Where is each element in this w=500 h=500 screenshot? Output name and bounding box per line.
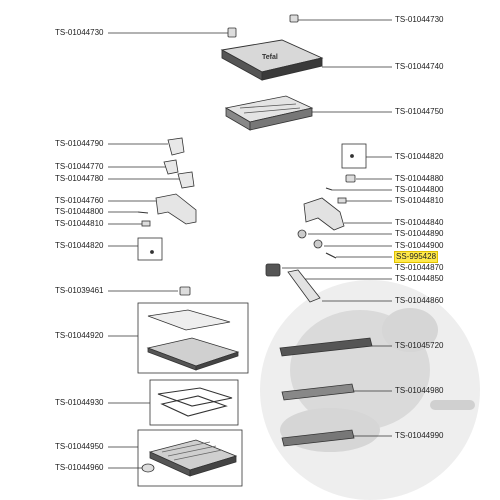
label-part-14: TS-01044810 [55, 219, 104, 228]
label-part-28: TS-01044990 [395, 431, 444, 440]
label-part-22: TS-01039461 [55, 286, 104, 295]
part-rod-720 [279, 337, 373, 357]
logo-text: Tefal [262, 54, 278, 61]
part-plate-920 [146, 309, 240, 371]
label-part-27: TS-01044930 [55, 398, 104, 407]
label-part-15: TS-01044840 [395, 218, 444, 227]
label-part-13: TS-01044800 [55, 207, 104, 216]
part-screw-right-810 [337, 197, 347, 204]
label-part-7: TS-01044770 [55, 162, 104, 171]
part-gasket-box-930 [149, 379, 239, 426]
part-pin-left-800 [137, 211, 149, 214]
label-part-24: TS-01044920 [55, 331, 104, 340]
part-heating-plate-upper [224, 95, 314, 131]
label-part-26: TS-01044980 [395, 386, 444, 395]
part-hinge-arm-right [303, 197, 345, 231]
part-bar-990 [281, 429, 355, 447]
label-part-9: TS-01044880 [395, 174, 444, 183]
label-part-20: TS-01044870 [395, 263, 444, 272]
part-bar-980 [281, 383, 355, 401]
part-lower-plate-950 [148, 439, 238, 477]
part-hinge-bracket-790 [167, 137, 185, 156]
part-label-sticker-right [341, 143, 367, 169]
leader-lines [108, 19, 392, 469]
part-spring-890 [297, 229, 307, 239]
part-label-sticker-left [137, 237, 163, 261]
label-part-8: TS-01044780 [55, 174, 104, 183]
label-part-18: TS-01044900 [395, 241, 444, 250]
label-part-16: TS-01044890 [395, 229, 444, 238]
label-part-11: TS-01044810 [395, 196, 444, 205]
label-part-23: TS-01044860 [395, 296, 444, 305]
part-screw-039461 [179, 286, 191, 296]
part-small-clip-880 [345, 174, 356, 183]
label-part-5: TS-01044790 [55, 139, 104, 148]
label-part-10: TS-01044800 [395, 185, 444, 194]
label-part-30: TS-01044960 [55, 463, 104, 472]
label-part-21: TS-01044850 [395, 274, 444, 283]
label-part-17: TS-01044820 [55, 241, 104, 250]
part-foot-960 [141, 463, 155, 473]
label-part-3: TS-01044740 [395, 62, 444, 71]
label-part-19-highlighted: SS-995428 [393, 251, 439, 263]
part-spring-900 [313, 239, 323, 249]
part-clip-top-left [227, 27, 237, 38]
part-screw-995428 [325, 252, 337, 259]
part-hinge-770-780 [163, 159, 195, 189]
label-part-12: TS-01044760 [55, 196, 104, 205]
label-part-2: TS-01044730 [55, 28, 104, 37]
label-part-6: TS-01044820 [395, 152, 444, 161]
label-part-25: TS-01045720 [395, 341, 444, 350]
part-gasket-930 [157, 387, 233, 417]
part-thermostat-knob [265, 263, 281, 277]
part-hinge-arm-left [155, 193, 197, 225]
watermark-logo [260, 280, 480, 500]
box-950 [137, 429, 243, 487]
part-screw-left-810 [141, 220, 151, 227]
part-clip-top-right [289, 14, 299, 23]
part-control-board-850 [287, 269, 321, 303]
part-pin-right-800 [325, 187, 333, 191]
part-top-cover: Tefal [220, 39, 324, 81]
label-part-1: TS-01044730 [395, 15, 444, 24]
label-part-29: TS-01044950 [55, 442, 104, 451]
box-920 [137, 302, 249, 374]
label-part-4: TS-01044750 [395, 107, 444, 116]
